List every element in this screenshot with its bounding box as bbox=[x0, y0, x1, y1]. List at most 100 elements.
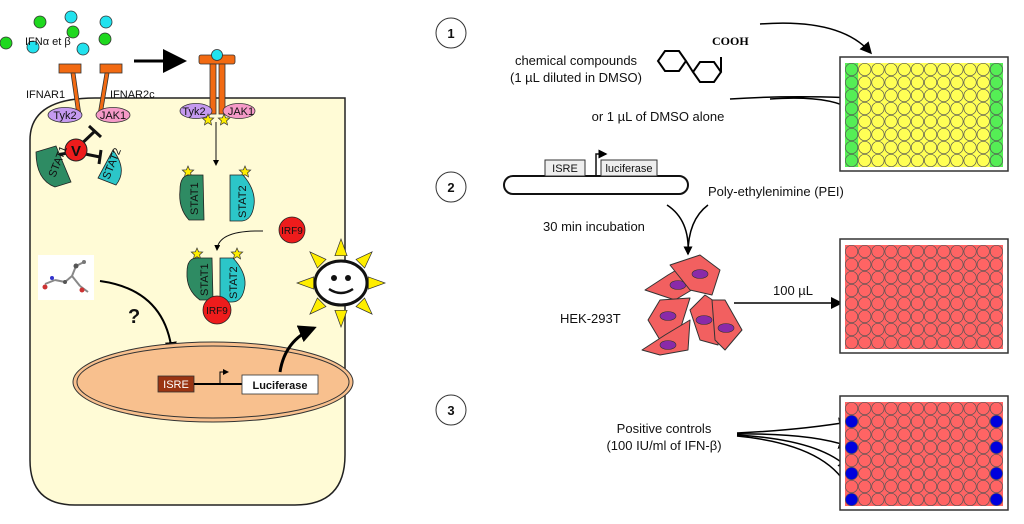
plate-well bbox=[897, 75, 911, 90]
plate-well bbox=[910, 492, 924, 507]
plate-well bbox=[937, 257, 951, 272]
plate-well bbox=[937, 88, 951, 103]
plate-well bbox=[950, 88, 964, 103]
plate-well bbox=[845, 466, 859, 481]
light-emission-icon bbox=[295, 237, 387, 329]
plate-well bbox=[937, 335, 951, 350]
plate-well bbox=[976, 492, 990, 507]
plate-well bbox=[924, 492, 938, 507]
plate-well bbox=[845, 153, 859, 168]
isgf3-stat1 bbox=[186, 257, 214, 301]
receptor-unbound bbox=[58, 63, 123, 116]
plate-well bbox=[989, 101, 1003, 116]
stat1-inactive bbox=[35, 145, 72, 188]
plate-well bbox=[963, 244, 977, 259]
plate-well bbox=[910, 335, 924, 350]
plate-well bbox=[924, 257, 938, 272]
plate-well bbox=[845, 62, 859, 77]
phospho-star-icon bbox=[190, 247, 204, 260]
jak1-label: JAK1 bbox=[100, 110, 126, 122]
plate-well bbox=[910, 88, 924, 103]
plate-well bbox=[989, 479, 1003, 494]
plate-well bbox=[871, 88, 885, 103]
plate-well bbox=[858, 414, 872, 429]
plate-well bbox=[963, 88, 977, 103]
plate-well bbox=[989, 244, 1003, 259]
compound-structure-image bbox=[38, 255, 94, 300]
plate-well bbox=[897, 62, 911, 77]
cooh-label: COOH bbox=[712, 34, 749, 48]
plate-well bbox=[924, 270, 938, 285]
plate-well bbox=[963, 114, 977, 129]
plate-well bbox=[897, 153, 911, 168]
plate-well bbox=[845, 335, 859, 350]
plate-well bbox=[871, 62, 885, 77]
plate-well bbox=[924, 153, 938, 168]
plate-well bbox=[884, 414, 898, 429]
plate-well bbox=[845, 75, 859, 90]
plate-well bbox=[897, 479, 911, 494]
plate-well bbox=[976, 453, 990, 468]
plate-well bbox=[897, 101, 911, 116]
step1-text-line1: chemical compounds bbox=[515, 53, 638, 68]
plate-well bbox=[910, 440, 924, 455]
plate-well bbox=[845, 127, 859, 142]
stat1-phospho-label: STAT1 bbox=[189, 182, 201, 215]
plate-well bbox=[924, 114, 938, 129]
plasmid-isre bbox=[544, 159, 586, 177]
sun-ray bbox=[309, 297, 327, 315]
plate-well bbox=[871, 270, 885, 285]
plate-well bbox=[989, 127, 1003, 142]
plate-well bbox=[989, 114, 1003, 129]
plate-well bbox=[950, 114, 964, 129]
plate-well bbox=[910, 140, 924, 155]
plate-well bbox=[871, 427, 885, 442]
plate-well bbox=[937, 283, 951, 298]
plate-well bbox=[910, 270, 924, 285]
plate-well bbox=[858, 309, 872, 324]
plate-well bbox=[950, 414, 964, 429]
isgf3-irf9 bbox=[202, 295, 232, 325]
plate-well bbox=[858, 283, 872, 298]
cell-nucleus bbox=[691, 269, 709, 279]
jak1-active-label: JAK1 bbox=[228, 106, 254, 118]
isgf3-irf9-label: IRF9 bbox=[206, 306, 228, 317]
plasmid-isre-label: ISRE bbox=[552, 163, 578, 175]
plate-well bbox=[976, 244, 990, 259]
irf9-join-arrow bbox=[214, 230, 264, 251]
plate-well bbox=[950, 62, 964, 77]
plate-well bbox=[937, 322, 951, 337]
plate-step1 bbox=[839, 56, 1009, 172]
plate-well bbox=[871, 335, 885, 350]
compound-arrow bbox=[99, 280, 177, 354]
plate-well bbox=[924, 414, 938, 429]
plate-well bbox=[937, 440, 951, 455]
plate-well bbox=[910, 257, 924, 272]
plate-well bbox=[950, 296, 964, 311]
plate-well bbox=[884, 283, 898, 298]
plate-well bbox=[858, 296, 872, 311]
plate-well bbox=[937, 140, 951, 155]
plate-well bbox=[989, 492, 1003, 507]
plate-well bbox=[989, 62, 1003, 77]
mix-arrow bbox=[683, 204, 709, 256]
plate-well bbox=[989, 88, 1003, 103]
plate-well bbox=[897, 453, 911, 468]
plate-well bbox=[937, 114, 951, 129]
plate-well bbox=[963, 309, 977, 324]
plate-well bbox=[924, 309, 938, 324]
plate-well bbox=[989, 440, 1003, 455]
sun-ray bbox=[355, 251, 373, 269]
plate-well bbox=[976, 127, 990, 142]
plate-well bbox=[845, 88, 859, 103]
plate-well bbox=[989, 453, 1003, 468]
plate-well bbox=[976, 101, 990, 116]
receptor-bound bbox=[198, 49, 236, 115]
plate-well bbox=[924, 75, 938, 90]
plate-well bbox=[858, 75, 872, 90]
cells-label: HEK-293T bbox=[560, 311, 621, 326]
plate-well bbox=[897, 140, 911, 155]
plate-well bbox=[924, 296, 938, 311]
plate-well bbox=[950, 427, 964, 442]
cell-diagram: IFNα et β IFNAR1 IFNAR2c Tyk2 JAK1 V STA… bbox=[0, 10, 387, 506]
